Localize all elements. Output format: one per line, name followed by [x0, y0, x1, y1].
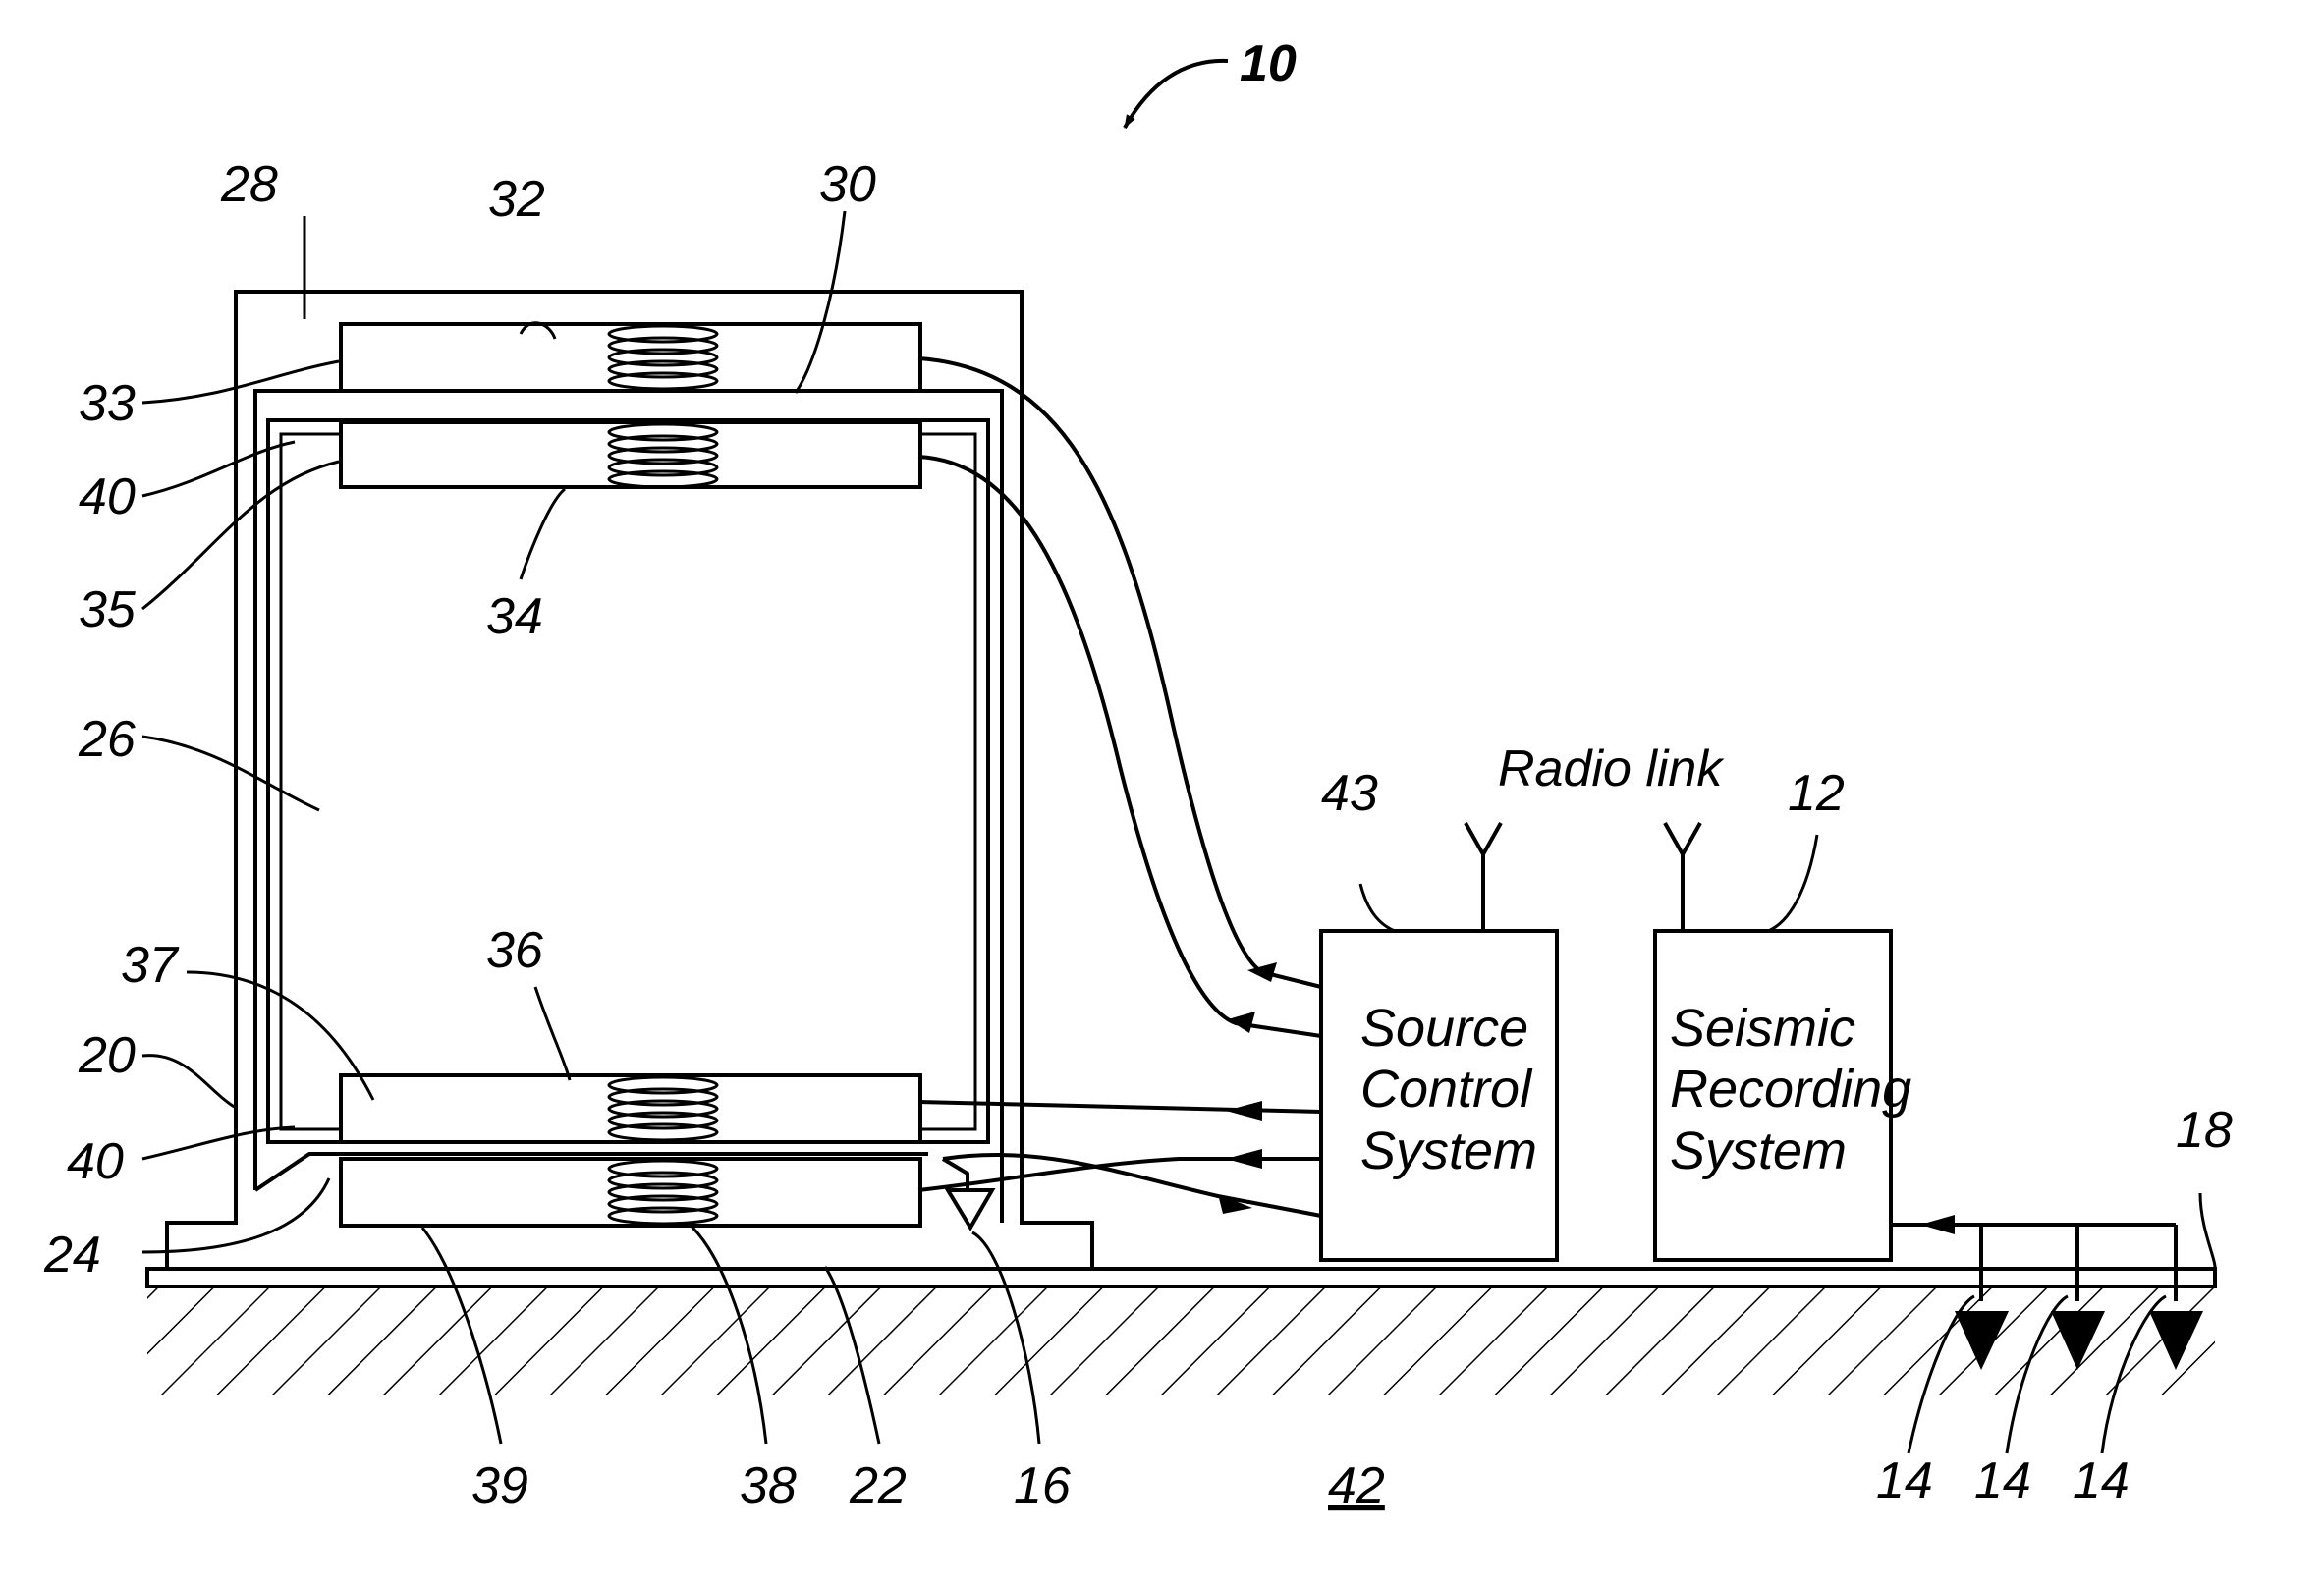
source-control-system: Source Control System — [1321, 823, 1557, 1260]
earth-hatching — [147, 1286, 2215, 1395]
ref-24: 24 — [43, 1227, 101, 1284]
ref-28: 28 — [220, 156, 278, 213]
seismic-recording-line-2: Recording — [1670, 1060, 1911, 1119]
sensor-triangle — [948, 1190, 992, 1228]
ref-26: 26 — [78, 711, 136, 768]
signal-line-upper-magnet-inner — [918, 457, 1321, 1036]
ref-22: 22 — [849, 1457, 907, 1514]
upper-magnet-outer-block — [341, 324, 920, 391]
ref-40-upper: 40 — [79, 468, 136, 525]
ref-16: 16 — [1014, 1457, 1071, 1514]
ref-33: 33 — [79, 375, 136, 432]
seismic-recording-line-3: System — [1670, 1121, 1847, 1180]
inner-housing-frame — [268, 420, 988, 1142]
inner-housing — [268, 420, 988, 1142]
source-control-line-3: System — [1360, 1121, 1537, 1180]
ref-34: 34 — [486, 588, 543, 645]
source-control-line-2: Control — [1360, 1060, 1533, 1119]
figure-number: 10 — [1240, 35, 1297, 92]
ref-18: 18 — [2176, 1102, 2233, 1159]
ref-38: 38 — [740, 1457, 797, 1514]
arrowhead-4 — [1226, 1149, 1262, 1169]
figure-arrow — [1125, 61, 1228, 128]
geophone-bus-arrow — [1920, 1215, 1955, 1234]
radio-link-label: Radio link — [1498, 740, 1725, 797]
ref-20: 20 — [78, 1027, 136, 1084]
earth-label: 42 — [1328, 1457, 1385, 1514]
seismic-recording-antenna — [1665, 823, 1700, 931]
ref-39: 39 — [471, 1457, 528, 1514]
ref-30: 30 — [819, 156, 876, 213]
ref-14-1: 14 — [1876, 1452, 1933, 1509]
lower-inner-magnet-block — [341, 1075, 920, 1142]
ref-40-lower: 40 — [67, 1133, 124, 1190]
ref-12: 12 — [1788, 765, 1845, 822]
seismic-recording-line-1: Seismic — [1670, 999, 1855, 1058]
upper-magnet-inner-block — [341, 422, 920, 487]
ref-14-2: 14 — [1974, 1452, 2031, 1509]
arrowhead-3 — [1226, 1101, 1262, 1121]
signal-line-upper-magnet-outer — [918, 358, 1321, 987]
arrowhead-5 — [1218, 1194, 1252, 1214]
ref-36: 36 — [486, 922, 543, 979]
source-control-line-1: Source — [1360, 999, 1528, 1058]
source-control-antenna — [1466, 823, 1501, 931]
ref-37: 37 — [121, 937, 180, 994]
ground-surface — [147, 1269, 2215, 1286]
base-magnet-block — [341, 1159, 920, 1226]
ref-43: 43 — [1321, 765, 1378, 822]
inner-housing-inner — [281, 434, 975, 1129]
ref-14-3: 14 — [2073, 1452, 2130, 1509]
ref-32: 32 — [488, 171, 545, 228]
seismic-recording-system: Seismic Recording System — [1655, 823, 1911, 1260]
ref-35: 35 — [79, 581, 137, 638]
figure-number-group: 10 — [1125, 35, 1297, 128]
